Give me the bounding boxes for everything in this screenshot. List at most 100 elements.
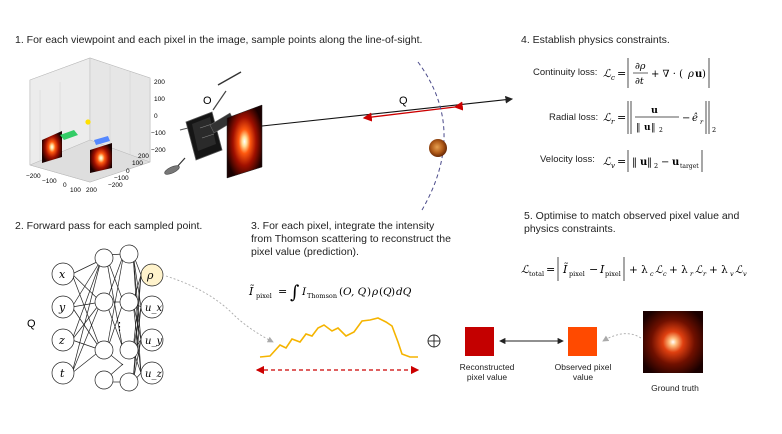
svg-text:∂ρ: ∂ρ bbox=[635, 61, 646, 72]
svg-text:−: − bbox=[589, 263, 598, 276]
svg-text:pixel: pixel bbox=[569, 270, 585, 278]
observer-label-o: O bbox=[203, 95, 212, 107]
svg-text:‖: ‖ bbox=[636, 123, 641, 133]
input-x-label: x bbox=[59, 268, 66, 281]
sample-point-label-q: Q bbox=[399, 95, 408, 107]
plot-camera-marker-2 bbox=[94, 136, 110, 145]
output-uy-label: u_y bbox=[145, 336, 162, 347]
svg-text:2: 2 bbox=[659, 127, 663, 134]
z-tick-3: 0 bbox=[154, 113, 158, 120]
svg-text:‖: ‖ bbox=[647, 157, 652, 168]
x-tick-5: 200 bbox=[86, 187, 97, 194]
ground-truth-caption: Ground truth bbox=[651, 383, 699, 393]
svg-text:ℒ: ℒ bbox=[603, 155, 612, 168]
svg-text:r: r bbox=[690, 270, 694, 278]
plot-camera-marker-1 bbox=[60, 130, 78, 140]
continuity-loss-label: Continuity loss: bbox=[533, 67, 598, 78]
svg-text:v: v bbox=[611, 162, 615, 170]
svg-text:∂t: ∂t bbox=[635, 76, 644, 87]
3d-plot: 200 100 0 −100 −200 −200 −100 0 100 200 … bbox=[26, 57, 166, 194]
z-tick-2: 100 bbox=[154, 96, 165, 103]
svg-text:ê: ê bbox=[692, 113, 698, 124]
svg-text:O, Q: O, Q bbox=[343, 286, 367, 298]
y-tick-3: 0 bbox=[126, 168, 130, 175]
continuity-loss-formula: ℒ c = ∂ρ ∂t + ∇ · ( ρ u ) bbox=[603, 58, 710, 88]
svg-text:ρ: ρ bbox=[371, 286, 379, 298]
svg-text:u: u bbox=[651, 105, 658, 116]
x-tick-3: 0 bbox=[63, 182, 67, 189]
combine-oplus-icon bbox=[427, 334, 441, 348]
spacecraft-icon bbox=[164, 71, 242, 175]
svg-text:‖: ‖ bbox=[632, 157, 637, 168]
sun-icon bbox=[429, 139, 447, 157]
step-3-text: 3. For each pixel, integrate the intensi… bbox=[251, 220, 451, 258]
x-tick-2: −100 bbox=[42, 178, 57, 185]
x-tick-4: 100 bbox=[70, 187, 81, 194]
z-tick-5: −200 bbox=[151, 147, 166, 154]
svg-text:u: u bbox=[672, 157, 679, 168]
output-rho-label: ρ bbox=[146, 269, 154, 282]
svg-text:u: u bbox=[644, 123, 651, 133]
svg-text:=: = bbox=[546, 263, 555, 276]
intensity-curve bbox=[259, 317, 418, 358]
neural-network-diagram bbox=[51, 244, 164, 392]
step-5-text: 5. Optimise to match observed pixel valu… bbox=[524, 210, 740, 235]
reconstructed-caption: Reconstructed pixel value bbox=[459, 362, 515, 382]
svg-text:pixel: pixel bbox=[256, 292, 272, 300]
rho-to-curve-arrow bbox=[165, 275, 274, 343]
svg-text:‖: ‖ bbox=[651, 123, 656, 133]
image-plane-icon bbox=[226, 104, 263, 179]
svg-text:Ĩ: Ĩ bbox=[562, 262, 569, 276]
output-uz-label: u_z bbox=[145, 369, 162, 380]
plot-image-plane-2 bbox=[90, 143, 112, 173]
svg-text:+ λ: + λ bbox=[669, 264, 688, 276]
svg-text:2: 2 bbox=[712, 126, 716, 134]
y-tick-2: 100 bbox=[132, 160, 143, 167]
svg-text:c: c bbox=[611, 74, 615, 82]
svg-text:ℒ: ℒ bbox=[695, 264, 703, 276]
svg-text:r: r bbox=[700, 118, 704, 126]
svg-text:=: = bbox=[617, 155, 626, 168]
step-2-text: 2. Forward pass for each sampled point. bbox=[15, 220, 203, 232]
svg-text:(: ( bbox=[339, 286, 343, 298]
y-tick-4: −100 bbox=[114, 175, 129, 182]
y-tick-5: −200 bbox=[108, 182, 123, 189]
svg-text:c: c bbox=[650, 270, 654, 278]
svg-text:ℒ: ℒ bbox=[655, 264, 663, 276]
svg-text:total: total bbox=[529, 270, 544, 278]
svg-text:Ĩ: Ĩ bbox=[248, 284, 255, 298]
radial-loss-formula: ℒ r = u ‖ u ‖ 2 − ê r 2 bbox=[603, 101, 716, 134]
plot-sun-marker bbox=[85, 119, 91, 125]
svg-text:2: 2 bbox=[654, 162, 658, 170]
svg-text:u: u bbox=[695, 69, 702, 80]
integral-formula: Ĩ pixel = ∫ I Thomson ( O, Q ) ρ ( Q ) d… bbox=[248, 282, 412, 303]
svg-text:): ) bbox=[702, 69, 706, 80]
network-input-q-label: Q bbox=[27, 318, 36, 330]
ground-truth-to-pixel-arrow bbox=[602, 333, 642, 342]
input-z-label: z bbox=[58, 334, 65, 347]
svg-text:v: v bbox=[743, 270, 747, 278]
svg-text:): ) bbox=[391, 286, 395, 298]
svg-text:I: I bbox=[301, 286, 307, 298]
svg-text:∫: ∫ bbox=[290, 282, 300, 303]
svg-text:+ λ: + λ bbox=[709, 264, 728, 276]
svg-text:ℒ: ℒ bbox=[735, 264, 743, 276]
total-loss-formula: ℒ total = Ĩ pixel − I pixel + λ c ℒ c + … bbox=[521, 257, 747, 281]
step-1-text: 1. For each viewpoint and each pixel in … bbox=[15, 34, 423, 46]
svg-text:−: − bbox=[682, 113, 690, 124]
svg-text:+ λ: + λ bbox=[629, 264, 648, 276]
reconstructed-pixel-swatch bbox=[465, 327, 494, 356]
velocity-loss-formula: ℒ v = ‖ u ‖ 2 − u target bbox=[603, 150, 703, 172]
svg-text:ℒ: ℒ bbox=[603, 67, 612, 80]
output-ux-label: u_x bbox=[145, 303, 162, 314]
line-of-sight-ray bbox=[261, 95, 514, 127]
ground-truth-image bbox=[643, 311, 703, 373]
svg-text:): ) bbox=[367, 286, 371, 298]
step-4-text: 4. Establish physics constraints. bbox=[521, 34, 670, 46]
svg-text:Q: Q bbox=[383, 286, 392, 298]
svg-text:r: r bbox=[611, 118, 615, 126]
svg-text:ℒ: ℒ bbox=[603, 111, 612, 124]
radial-loss-label: Radial loss: bbox=[549, 112, 599, 123]
